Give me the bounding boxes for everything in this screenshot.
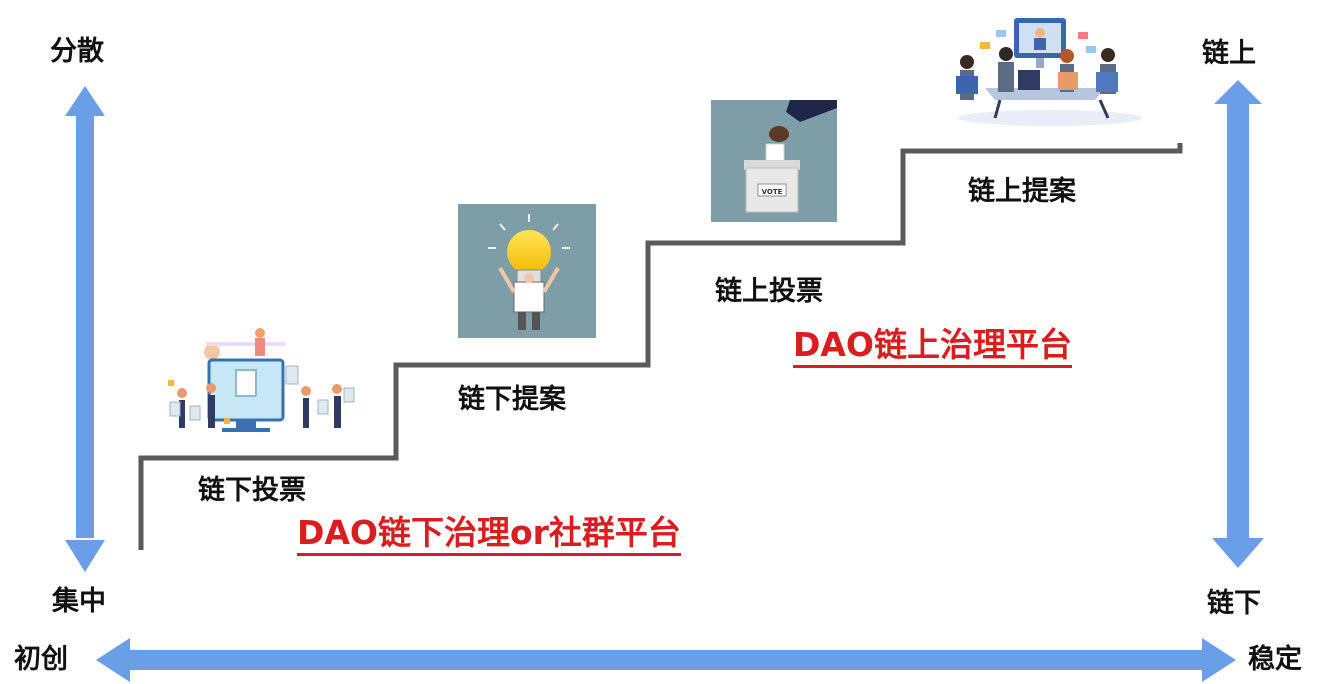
step-label-onchain-vote: 链上投票 — [715, 276, 823, 307]
bottom-horizontal-arrow — [96, 638, 1236, 682]
idea-bulb-picture — [458, 204, 596, 338]
platform-label-onchain: DAO链上治理平台 — [793, 328, 1072, 368]
step-label-onchain-proposal: 链上提案 — [968, 176, 1076, 207]
platform-label-offchain: DAO链下治理or社群平台 — [297, 516, 681, 556]
step-label-offchain-vote: 链下投票 — [198, 475, 306, 506]
step-label-offchain-proposal: 链下提案 — [458, 384, 566, 415]
community-vote-picture — [168, 328, 355, 432]
ballot-box-label: VOTE — [762, 188, 783, 196]
left-vertical-arrow — [65, 86, 105, 572]
axis-label-stable: 稳定 — [1248, 644, 1302, 675]
axis-label-startup: 初创 — [14, 644, 68, 675]
axis-label-onchain: 链上 — [1202, 38, 1256, 69]
axis-label-centralized: 集中 — [52, 586, 106, 617]
meeting-picture — [956, 18, 1142, 126]
right-vertical-arrow — [1212, 80, 1264, 568]
axis-label-offchain: 链下 — [1207, 588, 1261, 619]
ballot-box-picture: VOTE — [711, 100, 837, 222]
staircase-line — [138, 143, 1183, 550]
axis-label-decentralized: 分散 — [50, 36, 104, 67]
